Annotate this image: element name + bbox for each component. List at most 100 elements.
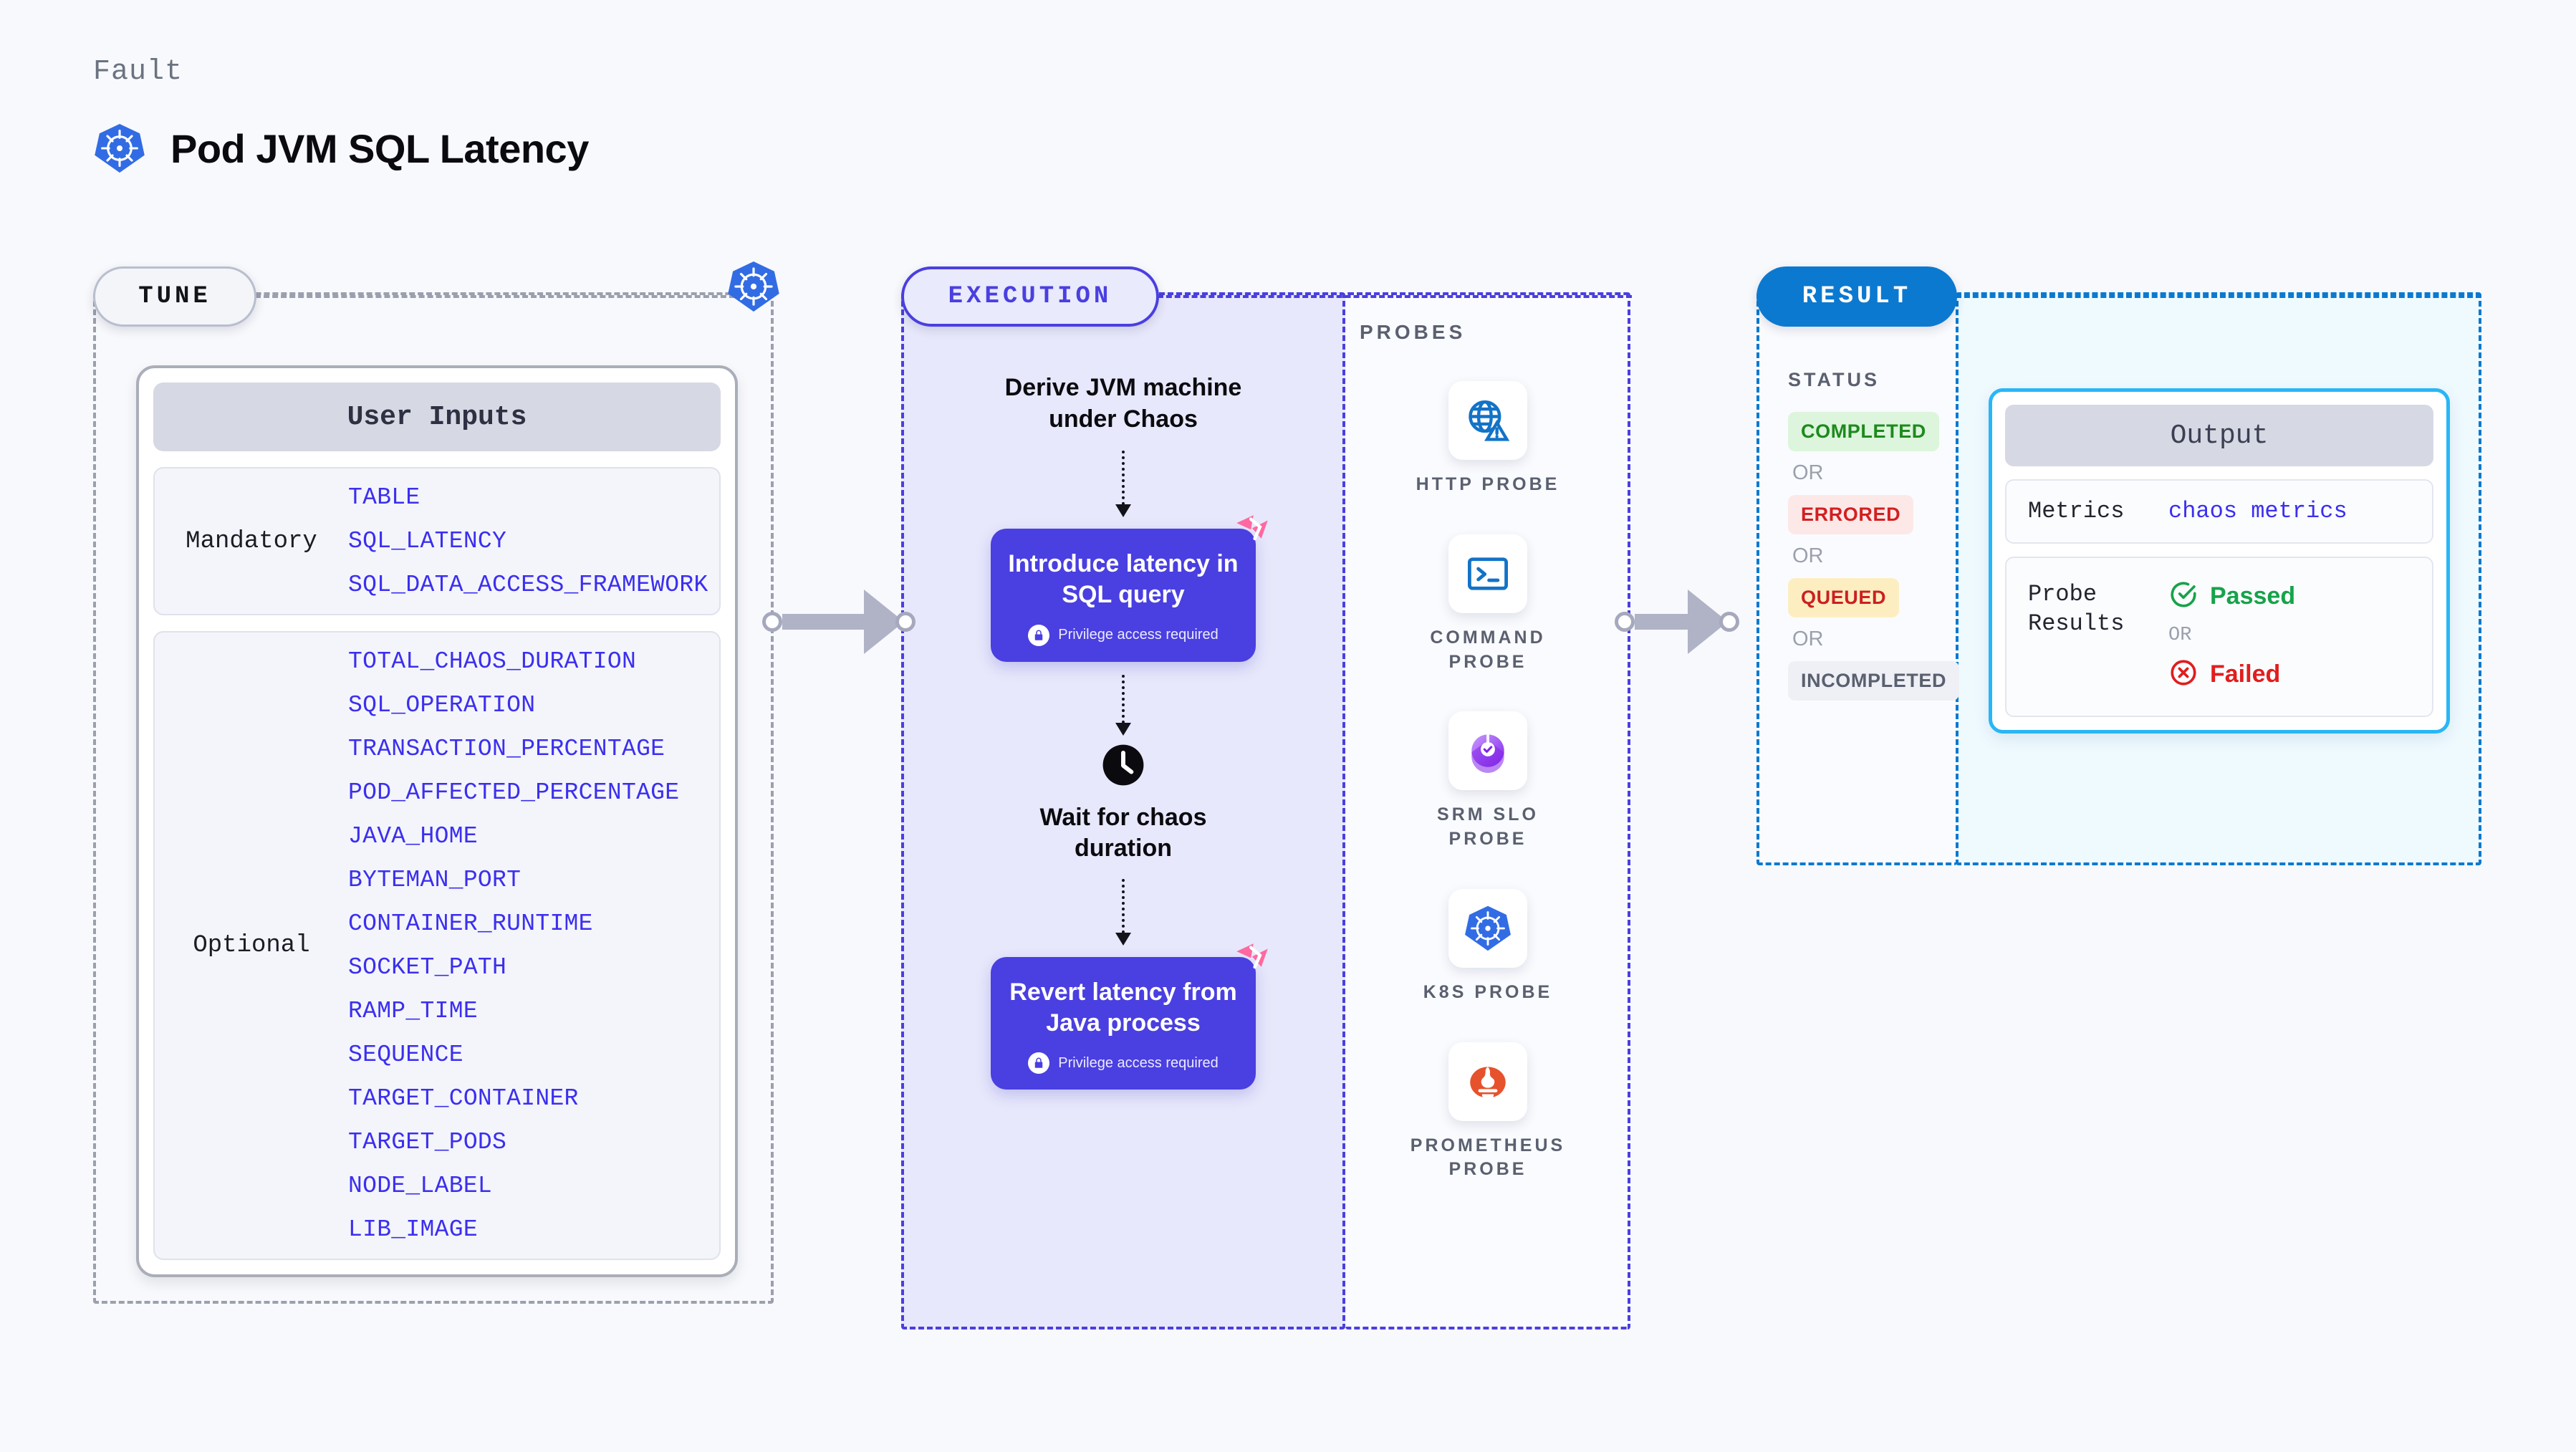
privilege-row: Privilege access required [1006,624,1240,646]
lock-icon [1028,624,1050,646]
result-leader-line [1956,295,2481,298]
connector-bar [1635,614,1689,630]
probes-list: HTTP PROBE COMMAND PROBE [1345,381,1630,1182]
connector-dot [1719,612,1739,632]
param-item[interactable]: SQL_DATA_ACCESS_FRAMEWORK [348,572,708,598]
execution-pill[interactable]: EXECUTION [901,266,1159,327]
probe-item-http[interactable]: HTTP PROBE [1345,381,1630,497]
tune-to-execution-connector [762,590,915,654]
param-item[interactable]: LIB_IMAGE [348,1216,478,1243]
output-title: Output [2005,405,2433,466]
passed-label: Passed [2210,582,2296,610]
param-item[interactable]: TABLE [348,484,420,511]
probes-title: PROBES [1360,321,1466,343]
probe-label: COMMAND PROBE [1430,627,1546,672]
param-item[interactable]: TOTAL_CHAOS_DURATION [348,648,637,675]
param-item[interactable]: BYTEMAN_PORT [348,867,522,893]
fault-kicker: Fault [93,56,183,88]
metrics-value[interactable]: chaos metrics [2168,498,2347,525]
param-item[interactable]: TARGET_PODS [348,1129,507,1155]
output-metrics-row: Metrics chaos metrics [2005,479,2433,544]
param-item[interactable]: SQL_LATENCY [348,528,507,554]
probe-result-passed: Passed [2168,580,2295,613]
probe-item-command[interactable]: COMMAND PROBE [1345,534,1630,675]
terminal-icon [1448,534,1527,613]
status-or: OR [1792,628,1824,650]
tune-leader-line [255,295,761,298]
param-item[interactable]: NODE_LABEL [348,1173,493,1199]
lock-icon [1028,1052,1050,1074]
probe-label: K8S PROBE [1423,981,1553,1002]
probe-label: SRM SLO PROBE [1437,804,1539,849]
param-item[interactable]: TRANSACTION_PERCENTAGE [348,736,665,762]
fault-title-row: Pod JVM SQL Latency [93,122,589,175]
status-badge: ERRORED [1788,495,1914,534]
status-badge: COMPLETED [1788,412,1939,451]
page-title: Pod JVM SQL Latency [170,125,589,171]
x-circle-icon [2168,658,2198,691]
user-inputs-title: User Inputs [153,383,721,451]
probes-to-result-connector [1615,590,1739,654]
optional-param-group: Optional TOTAL_CHAOS_DURATION SQL_OPERAT… [153,631,721,1260]
connector-dot [895,612,915,632]
kubernetes-icon [1448,888,1527,968]
execution-step-2-box[interactable]: Introduce latency in SQL query Privilege… [991,515,1268,662]
connector-dot [762,612,782,632]
privilege-row: Privilege access required [1006,1052,1240,1074]
probe-results-values: Passed OR Failed [2168,580,2295,691]
harness-logo-icon [1231,510,1273,555]
status-stack: COMPLETED OR ERRORED OR QUEUED OR INCOMP… [1788,412,1960,701]
srm-slo-icon [1448,711,1527,791]
optional-param-list: TOTAL_CHAOS_DURATION SQL_OPERATION TRANS… [348,648,679,1243]
kubernetes-icon [93,122,146,175]
execution-leader-line [1158,295,1632,298]
probes-panel [1345,292,1630,1330]
probe-item-srm-slo[interactable]: SRM SLO PROBE [1345,711,1630,852]
flow-arrow [1115,451,1131,518]
mandatory-param-group: Mandatory TABLE SQL_LATENCY SQL_DATA_ACC… [153,467,721,615]
privilege-note: Privilege access required [1058,627,1219,643]
clock-icon [1101,743,1145,791]
status-badge: INCOMPLETED [1788,661,1960,701]
flow-arrow [1115,674,1131,736]
connector-dot [1615,612,1635,632]
status-or: OR [1792,544,1824,567]
param-item[interactable]: POD_AFFECTED_PERCENTAGE [348,779,680,806]
probe-result-or: OR [2168,624,2192,646]
param-item[interactable]: RAMP_TIME [348,998,478,1024]
kubernetes-icon [726,259,781,317]
param-item[interactable]: SOCKET_PATH [348,954,507,981]
execution-step-1-text: Derive JVM machine under Chaos [1004,374,1242,433]
user-inputs-card: User Inputs Mandatory TABLE SQL_LATENCY … [136,365,738,1277]
harness-logo-icon [1231,938,1273,984]
flow-arrow [1115,878,1131,946]
output-card: Output Metrics chaos metrics Probe Resul… [1989,388,2450,734]
connector-bar [782,614,865,630]
output-probe-results-row: Probe Results Passed OR [2005,556,2433,717]
execution-step-4-title: Revert latency from Java process [1009,978,1237,1037]
probe-result-failed: Failed [2168,658,2295,691]
probe-item-k8s[interactable]: K8S PROBE [1345,888,1630,1005]
execution-step-3-text: Wait for chaos duration [1039,803,1207,862]
param-item[interactable]: TARGET_CONTAINER [348,1085,579,1112]
probe-results-key: Probe Results [2028,580,2125,638]
status-badge: QUEUED [1788,578,1900,617]
status-or: OR [1792,461,1824,484]
param-item[interactable]: SQL_OPERATION [348,692,536,718]
tune-panel [93,292,774,1304]
execution-step-4-box[interactable]: Revert latency from Java process Privile… [991,943,1268,1090]
failed-label: Failed [2210,660,2281,688]
param-item[interactable]: SEQUENCE [348,1042,463,1068]
privilege-note: Privilege access required [1058,1054,1219,1071]
tune-pill[interactable]: TUNE [93,266,256,327]
mandatory-label: Mandatory [186,527,317,555]
check-circle-icon [2168,580,2198,613]
mandatory-param-list: TABLE SQL_LATENCY SQL_DATA_ACCESS_FRAMEW… [348,484,708,598]
param-item[interactable]: CONTAINER_RUNTIME [348,910,593,937]
prometheus-icon [1448,1042,1527,1121]
probe-label: PROMETHEUS PROBE [1410,1135,1566,1180]
globe-warning-icon [1448,381,1527,460]
result-pill[interactable]: RESULT [1756,266,1957,327]
param-item[interactable]: JAVA_HOME [348,823,478,850]
probe-item-prometheus[interactable]: PROMETHEUS PROBE [1345,1042,1630,1183]
